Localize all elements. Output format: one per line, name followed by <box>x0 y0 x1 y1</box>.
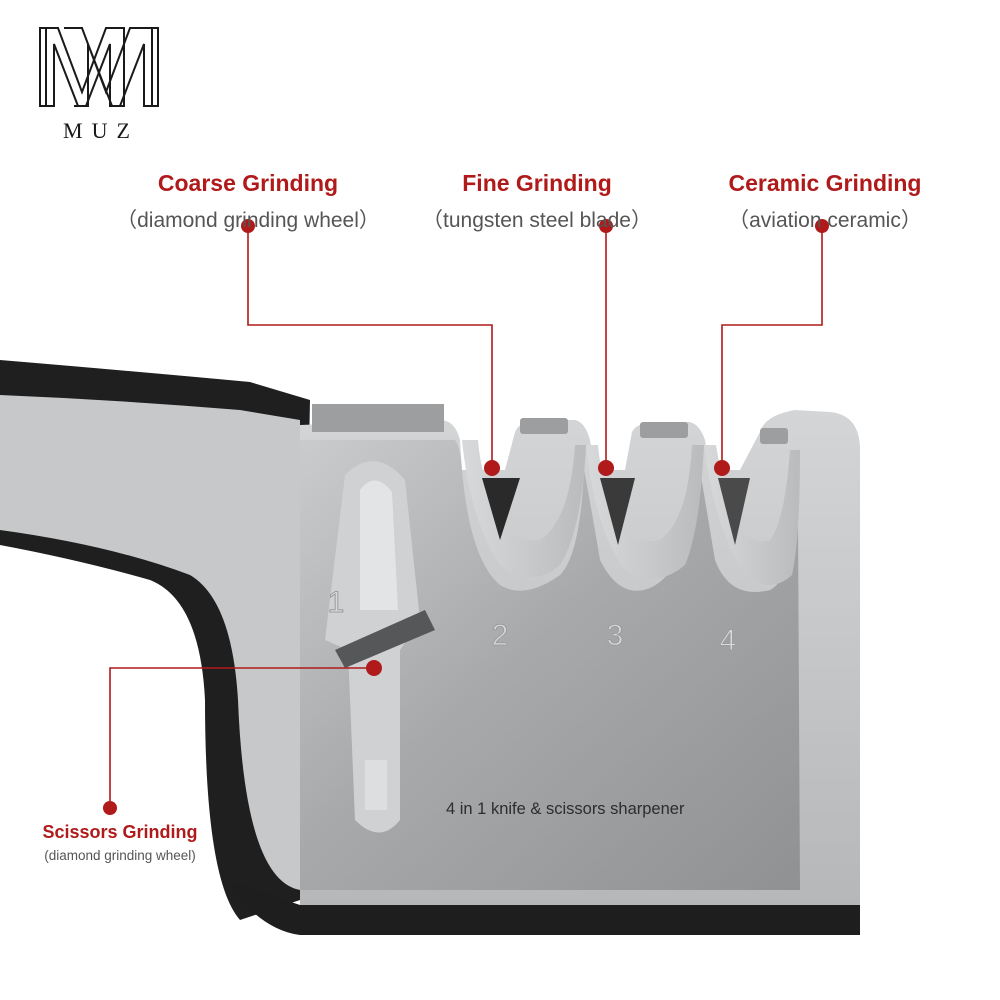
slot-3 <box>586 445 704 579</box>
slot-number-3: 3 <box>607 619 624 652</box>
base-black <box>225 880 860 935</box>
steel-plate <box>300 440 800 890</box>
coarse-grinding-subtitle: （diamond grinding wheel） <box>116 209 380 232</box>
fine-grinding-subtitle: （tungsten steel blade） <box>422 209 652 232</box>
slot-4 <box>704 445 800 585</box>
brand-logo: MUZ <box>34 22 164 143</box>
fine-grinder <box>600 478 635 545</box>
coarse-grinding-title: Coarse Grinding <box>157 170 339 196</box>
coarse-grinder <box>482 478 520 540</box>
ceramic-grinding-title: Ceramic Grinding <box>728 170 922 196</box>
fine-grinding-title: Fine Grinding <box>462 170 612 196</box>
brand-name: MUZ <box>63 118 139 143</box>
ceramic-grinder <box>718 478 750 545</box>
scissors-grinding-title: Scissors Grinding <box>42 822 198 842</box>
slot-2 <box>462 440 586 578</box>
handle-grey <box>0 395 300 890</box>
ceramic-grinding-subtitle: （aviation ceramic） <box>728 209 922 232</box>
slot-number-4: 4 <box>720 624 737 657</box>
engraved-product-text: 4 in 1 knife & scissors sharpener <box>446 800 685 818</box>
slot-number-1: 1 <box>328 586 345 619</box>
monogram-logo-icon <box>39 27 159 107</box>
scissors-grinding-subtitle: (diamond grinding wheel) <box>44 848 196 863</box>
slot-number-2: 2 <box>492 619 509 652</box>
